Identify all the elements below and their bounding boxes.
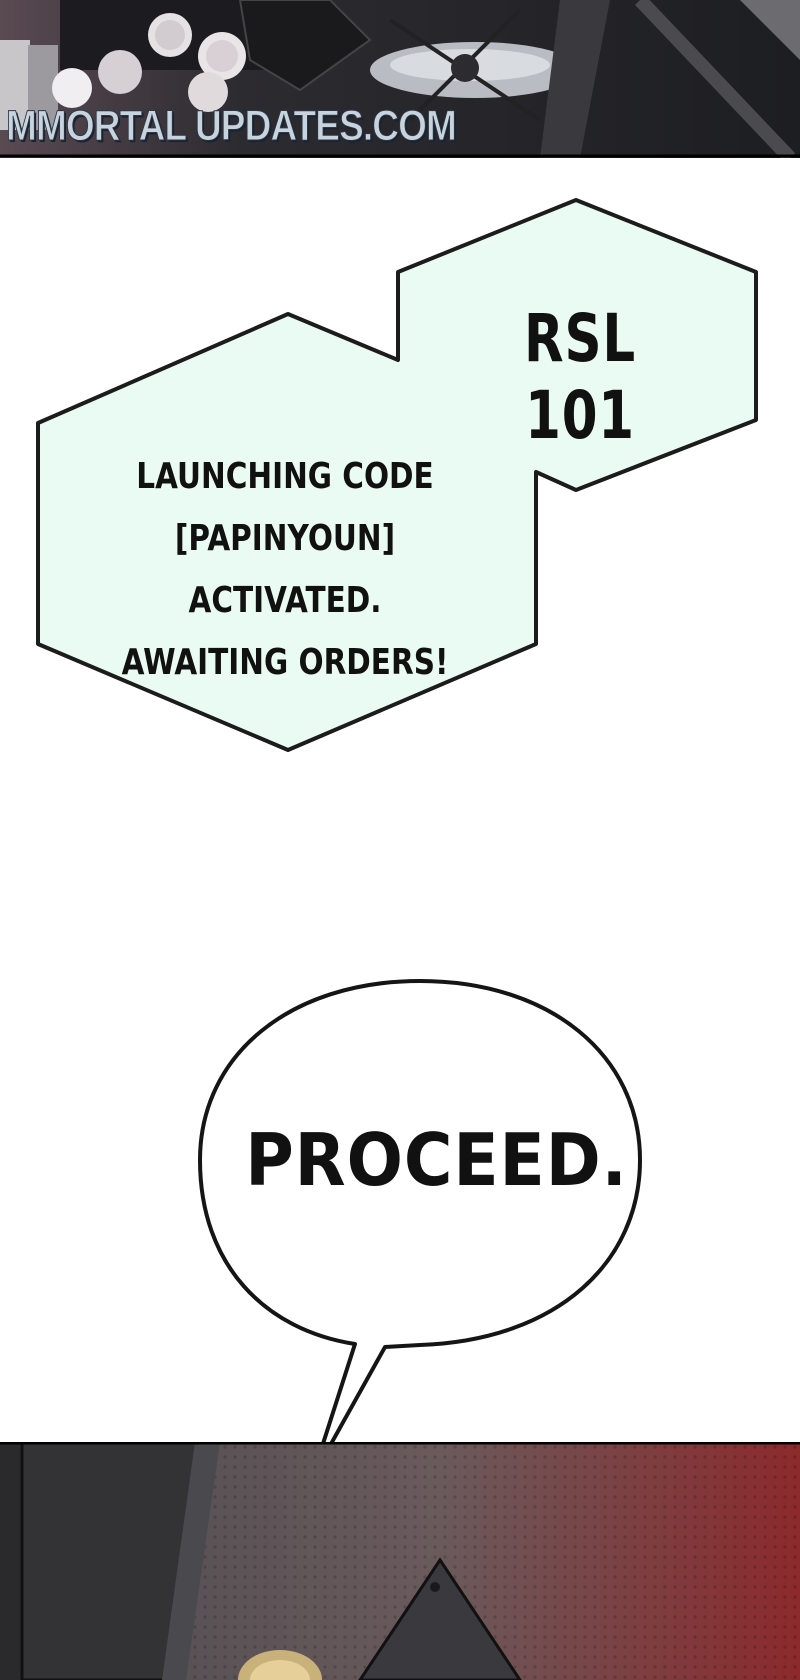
site-watermark: MMORTAL UPDATES.COM	[6, 102, 458, 151]
bottom-comic-panel	[0, 1442, 800, 1680]
speech-bubble-text: PROCEED.	[245, 1118, 628, 1202]
top-panel-artwork	[0, 0, 800, 158]
caption-body: LAUNCHING CODE [PAPINYOUN] ACTIVATED. AW…	[101, 446, 470, 694]
speech-bubble-shape	[198, 979, 642, 1442]
top-comic-panel: MMORTAL UPDATES.COM	[0, 0, 800, 158]
caption-line: [PAPINYOUN] ACTIVATED.	[174, 518, 396, 621]
caption-line: AWAITING ORDERS!	[121, 642, 449, 683]
caption-box-shape	[36, 198, 758, 1442]
caption-line: LAUNCHING CODE	[136, 456, 434, 497]
bottom-panel-artwork	[0, 1442, 800, 1680]
caption-title: RSL 101	[524, 300, 636, 454]
